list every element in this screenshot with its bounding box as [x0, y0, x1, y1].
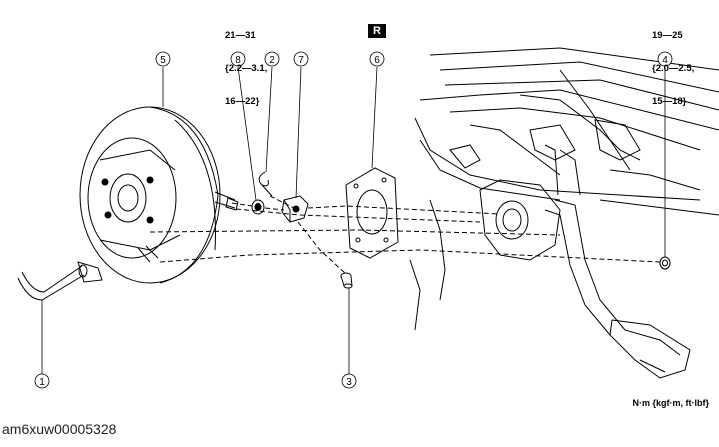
torque-spec-nut-4: 19—25 {2.0—2.5, 15—18}: [652, 8, 694, 118]
vacuum-hose: [17, 264, 88, 301]
torque-spec-nut-8: 21—31 {2.2—3.1, 16—22}: [225, 8, 267, 118]
gasket: [345, 167, 399, 259]
replace-part-badge: R: [368, 24, 386, 38]
svg-text:6: 6: [374, 55, 380, 66]
svg-text:4: 4: [662, 55, 668, 66]
torque-line: {2.2—3.1,: [225, 63, 268, 74]
svg-text:5: 5: [160, 55, 166, 66]
brake-pedal-arm: [544, 144, 691, 379]
clevis: [281, 195, 309, 223]
callout-3: 3: [341, 373, 357, 389]
pedal-bracket-body: [409, 47, 719, 331]
snap-pin: [258, 171, 273, 197]
svg-text:8: 8: [235, 55, 241, 66]
torque-line: {2.0—2.5,: [652, 63, 695, 74]
torque-line: 15—18}: [652, 96, 687, 107]
callout-7: 7: [293, 51, 309, 67]
torque-units-note: N·m {kgf·m, ft·lbf}: [632, 398, 710, 408]
document-id: am6xuw00005328: [2, 421, 117, 437]
callout-5: 5: [155, 51, 171, 67]
torque-line: 16—22}: [225, 96, 260, 107]
brake-booster: [77, 106, 239, 284]
svg-text:2: 2: [269, 55, 275, 66]
callout-2: 2: [264, 51, 280, 67]
svg-text:1: 1: [39, 377, 45, 388]
torque-line: 21—31: [225, 30, 256, 41]
clevis-pin: [340, 272, 353, 289]
callout-6: 6: [369, 51, 385, 67]
assembly-guide-lines: [149, 195, 661, 275]
pedal-nut: [659, 256, 671, 270]
callout-8: 8: [230, 51, 246, 67]
svg-text:7: 7: [298, 55, 304, 66]
callout-leaders: [41, 66, 666, 374]
svg-text:3: 3: [346, 377, 352, 388]
torque-line: 19—25: [652, 30, 683, 41]
callout-4: 4: [657, 51, 673, 67]
callout-1: 1: [34, 373, 50, 389]
